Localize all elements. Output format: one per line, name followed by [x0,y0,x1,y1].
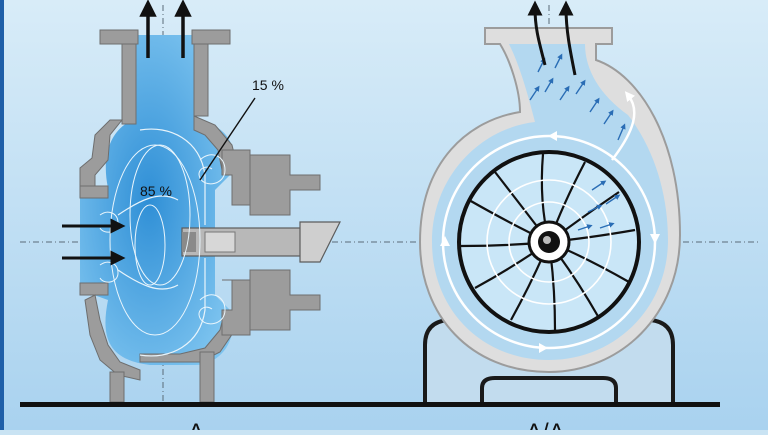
inlet-arrows [62,218,126,266]
volute-flow-arrowheads [440,131,660,353]
recirculation-leader-line [199,97,256,181]
shaft-nut [182,232,196,252]
swirl-lines [99,144,226,336]
main-flow-percent-label: 85 % [140,183,172,199]
outlet-arrows-volute [527,0,577,76]
impeller-flow-lines [486,179,612,305]
recirculation-percent-label: 15 % [252,77,284,93]
shaft-assembly [181,221,341,263]
shaft-highlight [543,236,551,244]
volute-outlet-arrow-right [558,0,577,76]
discharge-flow-arrows [529,53,626,231]
shaft [181,227,303,257]
pump-casing-section [79,29,321,403]
shaft-end [299,221,341,263]
hub-sleeve [204,231,236,253]
ground-line [20,402,720,407]
sectional-view: 15 % 85 % [62,0,341,403]
section-mark-aa: A/A [526,419,565,430]
volute-outlet-arrow-left [527,0,547,66]
left-edge-bar [0,0,4,430]
volute-view [418,0,682,402]
section-mark-a: A [188,419,204,430]
outlet-arrows-section [139,0,192,58]
